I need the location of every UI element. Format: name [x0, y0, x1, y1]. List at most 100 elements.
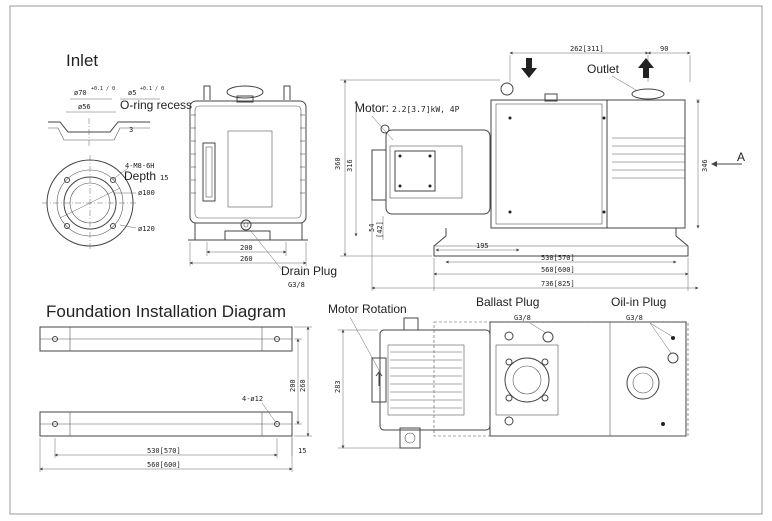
dim-283-label: 283 — [334, 380, 342, 393]
thread-label: 4-M8-6H — [125, 162, 155, 170]
inlet-port — [500, 82, 514, 96]
top-fan-cover — [371, 357, 387, 403]
dim-56-label: ø56 — [78, 103, 91, 111]
motor-fins — [389, 145, 463, 199]
dim-262-label: 262[311] — [570, 45, 604, 53]
depth-value: 15 — [160, 174, 168, 182]
cooling-fins-right — [300, 114, 305, 194]
oring-label: O-ring recess — [120, 98, 192, 112]
dim-42-label: [42] — [376, 221, 384, 238]
ballast-plug — [542, 331, 554, 343]
motor-spec: 2.2[3.7]kW, 4P — [392, 105, 460, 114]
foundation-diagram: Foundation Installation Diagram 200 260 … — [39, 302, 312, 472]
lift-hook-left — [203, 85, 211, 100]
oil-plug-label: Oil-in Plug — [611, 295, 666, 309]
front-view: 200 260 Drain Plug G3/8 — [188, 85, 337, 289]
cooling-fins-left — [191, 114, 196, 194]
front-dim-260: 260 — [240, 255, 253, 263]
top-motor-body — [379, 329, 491, 431]
dim-5-tol: +0.1 / 0 — [140, 86, 164, 92]
ballast-knob — [544, 93, 558, 102]
terminal-box — [394, 150, 436, 192]
foundation-hole-1 — [52, 336, 58, 342]
dim-5-label: ø5 — [128, 89, 136, 97]
ballast-plug-label: Ballast Plug — [476, 295, 539, 309]
dim-90-label: 90 — [660, 45, 668, 53]
outlet-leader — [611, 75, 637, 91]
lift-hook-right — [283, 85, 291, 100]
holes-leader — [261, 402, 278, 425]
motor-leader — [371, 115, 394, 141]
foundation-hole-3 — [52, 421, 58, 427]
inlet-cap — [226, 85, 264, 99]
inlet-neck — [236, 95, 254, 103]
side-base — [433, 228, 689, 257]
flange-profile — [48, 121, 150, 133]
ballast-plug-thread: G3/8 — [514, 314, 531, 322]
motor-rotation-label: Motor Rotation — [328, 302, 407, 316]
pump-body-inner — [194, 105, 302, 219]
top-base-outline — [433, 321, 689, 437]
top-inlet — [504, 331, 514, 341]
dim-360-label: 360 — [334, 157, 342, 170]
view-a-label: A — [737, 150, 745, 164]
top-pump-body — [489, 321, 687, 437]
holes-label: 4-ø12 — [242, 395, 263, 403]
bolt-hole-4 — [110, 223, 116, 229]
motor-eyebolt — [380, 124, 390, 134]
rotation-leader — [349, 316, 381, 373]
dim-120-label: ø120 — [138, 225, 155, 233]
rotation-arrow-icon — [375, 371, 383, 386]
dim-530-label: 530[570] — [541, 254, 575, 262]
side-view: 262[311] 90 Outlet — [334, 45, 745, 291]
depth-label: Depth — [124, 169, 156, 183]
dim-736-label: 736[825] — [541, 280, 575, 288]
top-rotor-circle — [504, 357, 550, 403]
dim-70-tol: +0.1 / 0 — [91, 86, 115, 92]
top-pump-cover — [495, 344, 559, 416]
depth-3: 3 — [129, 126, 133, 134]
top-view: Motor Rotation — [328, 295, 689, 449]
foundation-hole-4 — [274, 421, 280, 427]
motor-body — [385, 129, 491, 215]
top-motor-fins — [387, 344, 465, 416]
inlet-detail: Inlet ø70 +0.1 / 0 ø5 +0.1 / 0 ø56 O-rin… — [42, 51, 192, 251]
foundation-dim-260: 260 — [299, 379, 307, 392]
front-feet — [194, 223, 303, 241]
front-dim-200: 200 — [240, 244, 253, 252]
dim-70-label: ø70 — [74, 89, 87, 97]
top-eyebolt — [403, 317, 419, 331]
foundation-hole-2 — [274, 336, 280, 342]
pump-housing — [490, 99, 608, 229]
page-border — [9, 5, 763, 515]
nameplate — [227, 130, 273, 208]
dim-346-label: 346 — [701, 159, 709, 172]
exhaust-box — [606, 99, 686, 229]
outlet-cap — [631, 88, 665, 100]
top-exhaust-circle — [626, 366, 660, 400]
dim-560-label: 560[600] — [541, 266, 575, 274]
pump-body-front — [189, 100, 307, 224]
outlet-arrow-icon — [638, 58, 654, 78]
top-motor-fin-lines — [390, 351, 462, 409]
foundation-dim-15: 15 — [298, 447, 306, 455]
top-terminal-box — [399, 427, 421, 449]
bolt-hole-3 — [64, 223, 70, 229]
foundation-dim-530: 530[570] — [147, 447, 181, 455]
sight-glass — [202, 142, 216, 202]
exhaust-fins — [612, 137, 685, 179]
drain-plug-label: Drain Plug — [281, 264, 337, 278]
flange-profile-inner — [48, 127, 150, 141]
foundation-dim-560: 560[600] — [147, 461, 181, 469]
sight-glass-inner — [205, 146, 213, 198]
top-rotor-inner — [512, 365, 542, 395]
pump-housing-inner — [495, 103, 603, 225]
dim-100-label: ø100 — [138, 189, 155, 197]
outlet-label: Outlet — [587, 62, 620, 76]
dim-195-label: 195 — [476, 242, 489, 250]
flange-diag — [59, 187, 121, 219]
foundation-title: Foundation Installation Diagram — [46, 302, 286, 321]
oil-plug-thread: G3/8 — [626, 314, 643, 322]
fan-cover — [371, 149, 387, 201]
